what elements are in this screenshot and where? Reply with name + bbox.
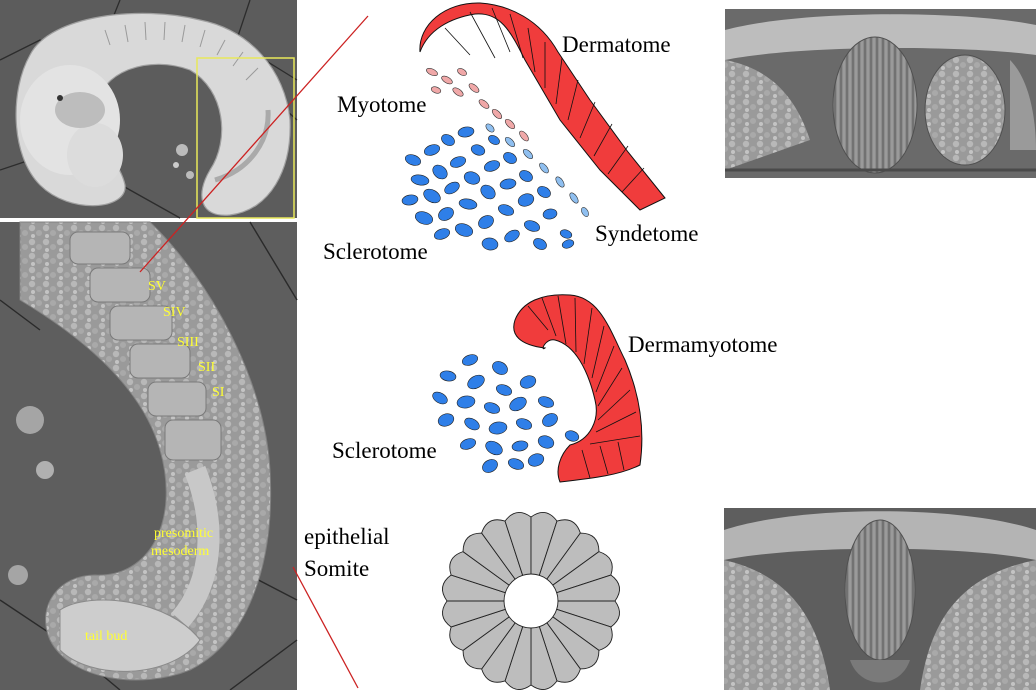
- dermamyotome-shape: [514, 295, 642, 482]
- sem-cross-section-top: [725, 9, 1036, 178]
- label-sclerotome-mid: Sclerotome: [332, 438, 437, 463]
- somite-label-siii: SIII: [177, 335, 199, 350]
- somite-label-sii: SII: [198, 360, 215, 375]
- label-somite: Somite: [304, 556, 369, 581]
- dermatome-diagram: Dermatome Myotome Sclerotome Syndetome: [323, 3, 699, 264]
- label-dermatome: Dermatome: [562, 32, 671, 57]
- label-epithelial: epithelial: [304, 524, 390, 549]
- somite-label-siv: SIV: [163, 305, 186, 320]
- somite-ring: [442, 512, 619, 689]
- label-myotome: Myotome: [337, 92, 426, 117]
- sem-cross-section-bottom: [724, 508, 1036, 690]
- somite-label-sv: SV: [148, 279, 166, 294]
- epithelial-somite-diagram: epithelial Somite: [304, 512, 620, 689]
- sem-embryo-tail-closeup: SV SIV SIII SII SI presomitic mesoderm t…: [0, 222, 297, 690]
- connector-line-bottom: [293, 567, 358, 688]
- psm-label-line1: presomitic: [154, 526, 213, 541]
- label-syndetome: Syndetome: [595, 221, 699, 246]
- dermamyotome-diagram: Dermamyotome Sclerotome: [332, 295, 777, 482]
- tail-bud-label: tail bud: [85, 629, 127, 644]
- label-sclerotome-top: Sclerotome: [323, 239, 428, 264]
- psm-label-line2: mesoderm: [151, 544, 209, 559]
- somite-label-si: SI: [212, 385, 225, 400]
- sem-embryo-overview: [0, 0, 297, 218]
- label-dermamyotome: Dermamyotome: [628, 332, 777, 357]
